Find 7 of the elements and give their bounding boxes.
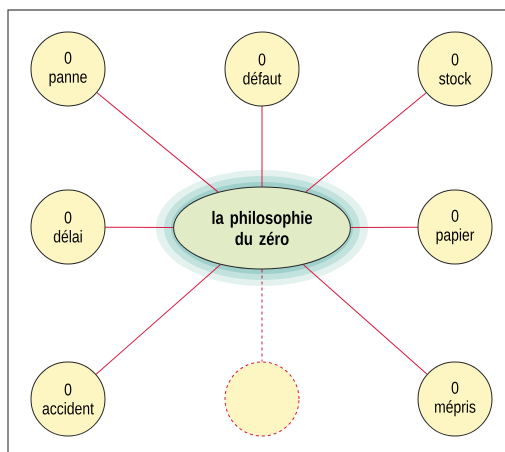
connector-line xyxy=(96,92,218,192)
connector-line xyxy=(350,226,418,228)
connector-line xyxy=(105,226,174,228)
connector-line xyxy=(96,264,221,375)
connector-line xyxy=(305,92,427,192)
connector-line xyxy=(302,264,428,375)
empty-circle xyxy=(224,362,300,436)
